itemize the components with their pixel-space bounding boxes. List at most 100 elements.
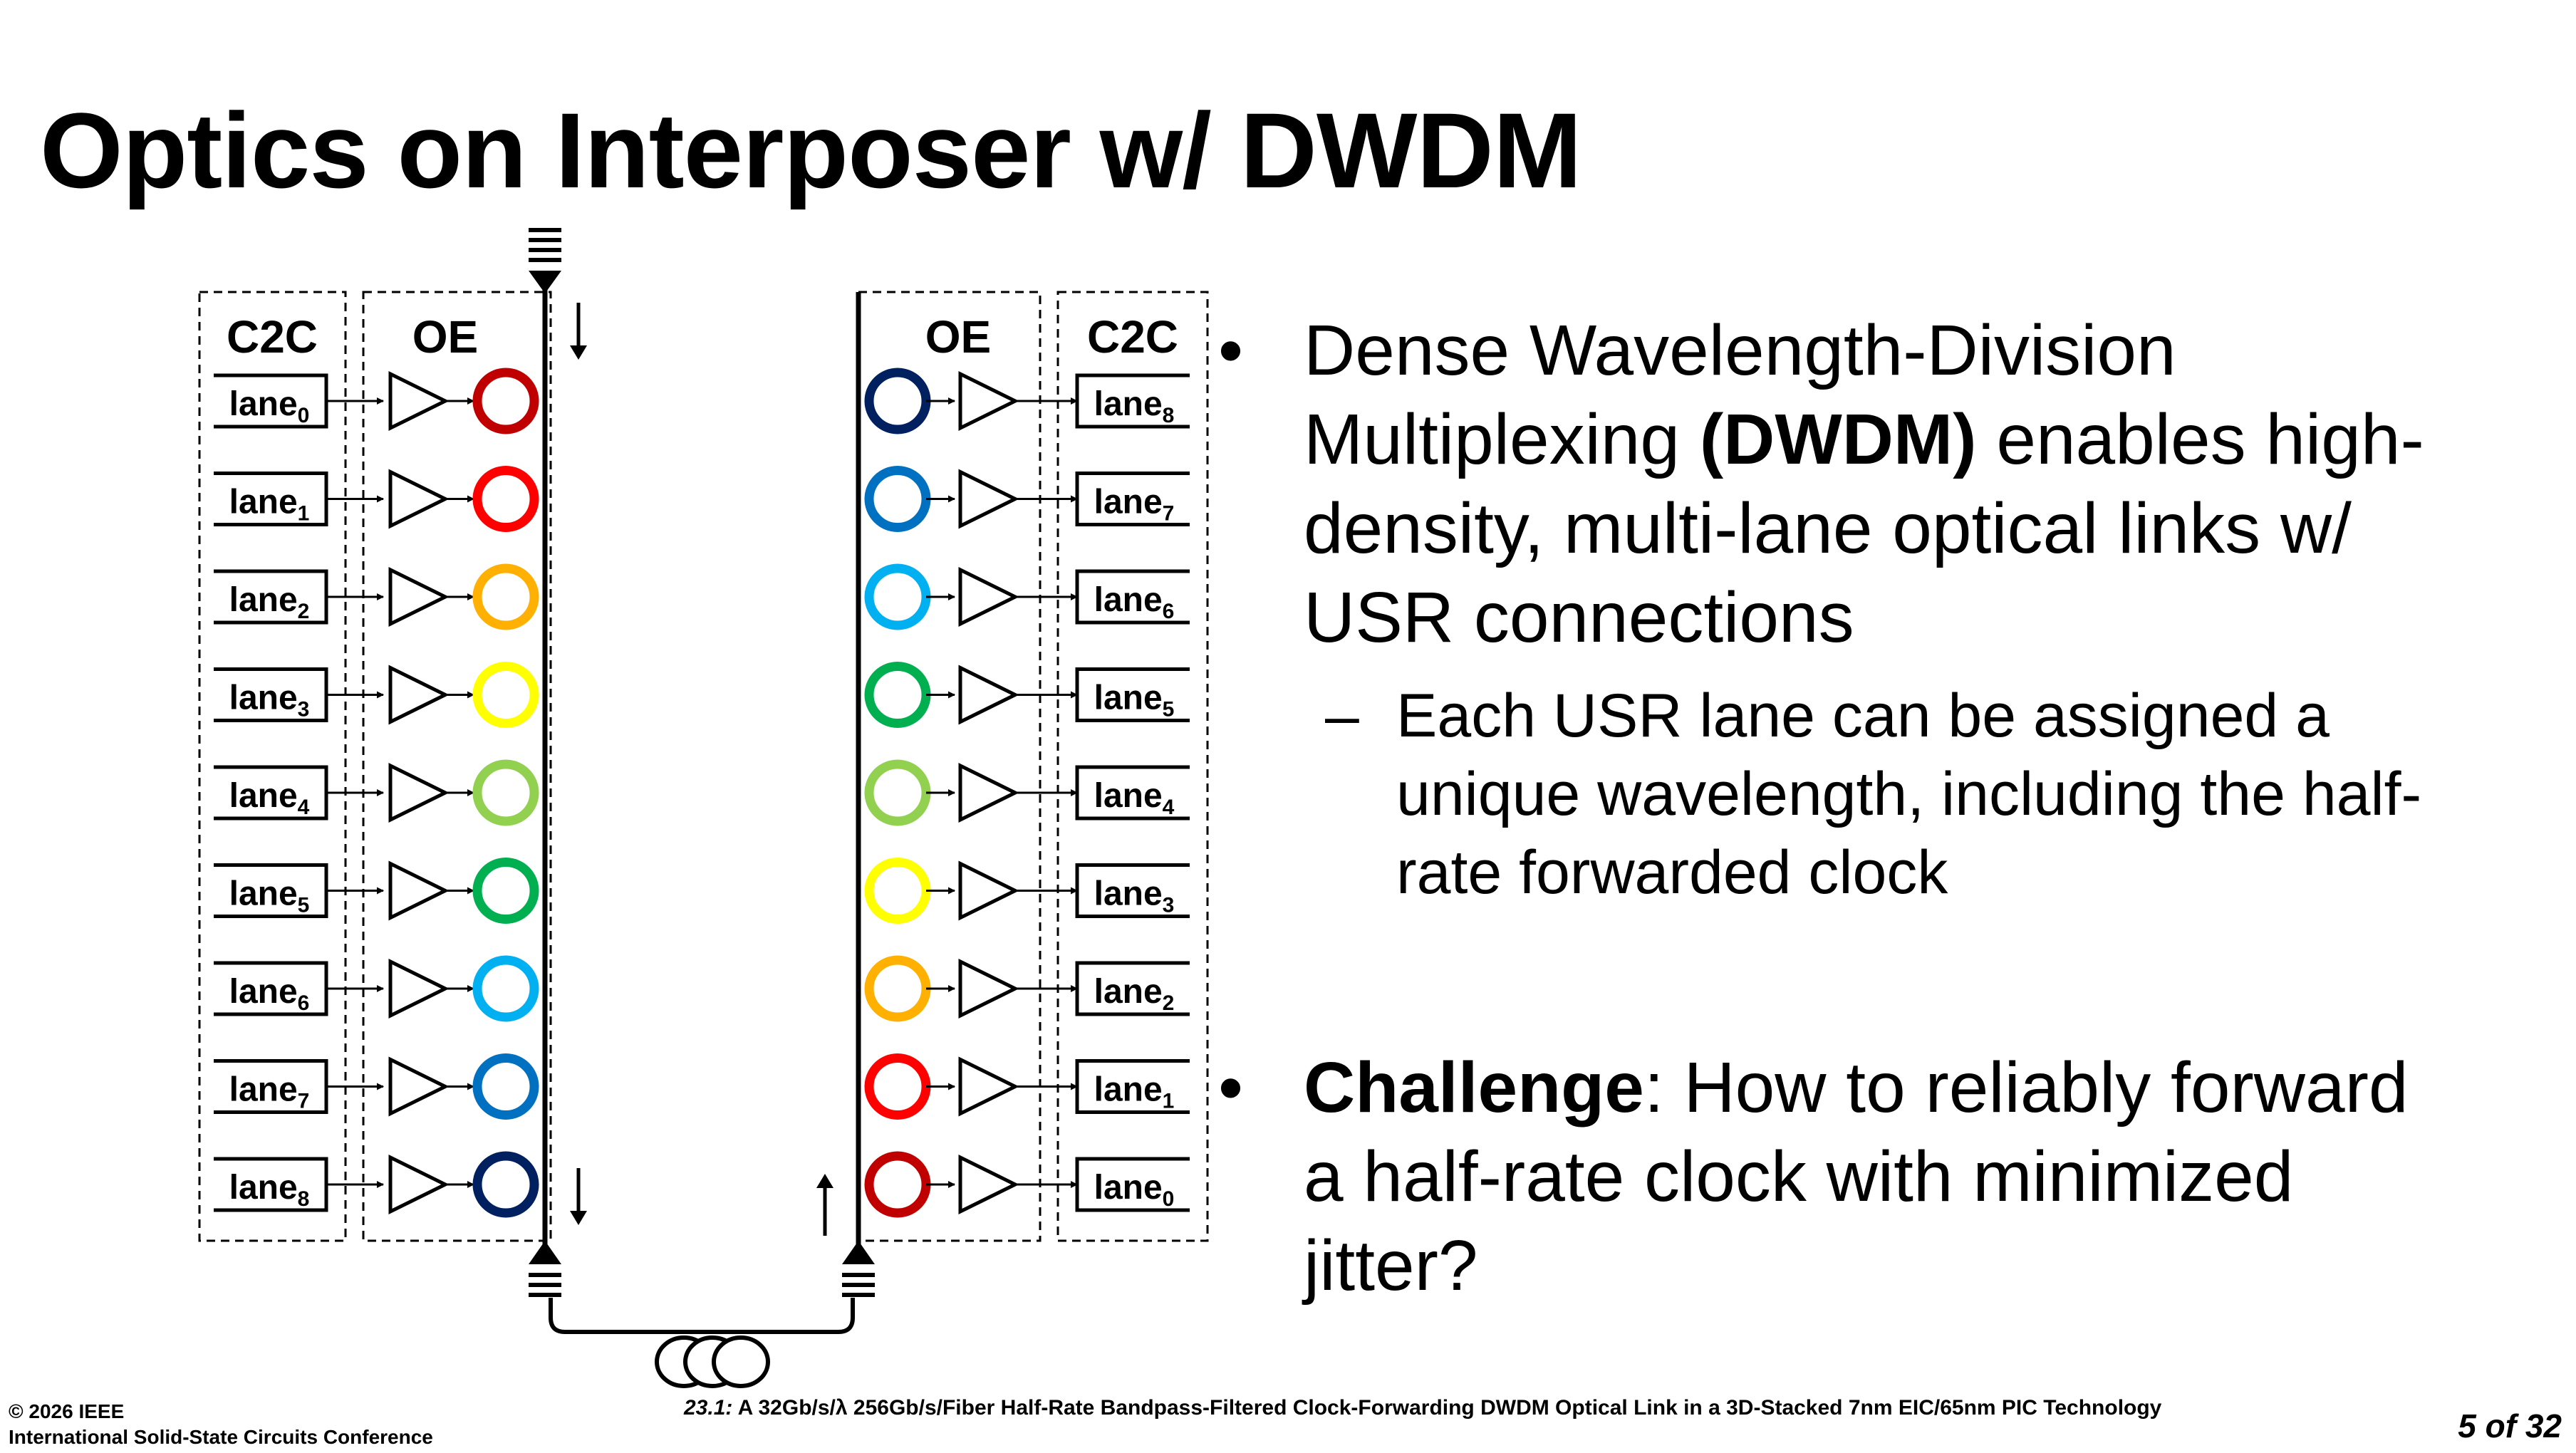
right-lane-box bbox=[1075, 961, 1190, 1016]
left-lane-label: lane5 bbox=[229, 875, 310, 917]
left-ring-modulator bbox=[472, 466, 539, 532]
right-receiver-triangle-icon bbox=[958, 860, 1019, 921]
bullet-marker: • bbox=[1218, 311, 1244, 390]
left-ring-modulator bbox=[472, 563, 539, 630]
right-ring-filter bbox=[864, 466, 931, 532]
left-oe-box bbox=[362, 291, 552, 1242]
bullet-dwdm: • Dense Wavelength-Division Multiplexing… bbox=[1218, 306, 2429, 662]
slide-title: Optics on Interposer w/ DWDM bbox=[40, 90, 1582, 210]
bullet-challenge-post: : How to reliably forward a half-rate cl… bbox=[1304, 1048, 2409, 1306]
left-driver-triangle-icon bbox=[388, 1056, 450, 1117]
right-lane-box bbox=[1075, 1157, 1190, 1212]
left-ring-modulator bbox=[472, 1053, 539, 1120]
right-oe-header: OE bbox=[925, 311, 991, 363]
down-arrow-icon bbox=[570, 1168, 587, 1225]
right-receiver-triangle-icon bbox=[958, 1154, 1019, 1215]
left-lane-label: lane4 bbox=[229, 777, 310, 819]
left-ring-modulator bbox=[472, 368, 539, 434]
paper-id: 23.1: bbox=[684, 1396, 733, 1420]
right-lane-label: lane0 bbox=[1094, 1169, 1175, 1211]
right-receiver-triangle-icon bbox=[958, 958, 1019, 1019]
left-top-grating-coupler-icon bbox=[529, 228, 561, 293]
right-lane-box bbox=[1075, 863, 1190, 918]
paper-title: A 32Gb/s/λ 256Gb/s/Fiber Half-Rate Bandp… bbox=[732, 1396, 2162, 1420]
right-lane-box bbox=[1075, 1059, 1190, 1114]
sub-bullet-text: Each USR lane can be assigned a unique w… bbox=[1396, 682, 2422, 907]
right-ring-filter bbox=[864, 858, 931, 924]
right-ring-filter bbox=[864, 1151, 931, 1218]
right-ring-filter bbox=[864, 662, 931, 728]
left-lane-label: lane6 bbox=[229, 973, 310, 1015]
bullet-dwdm-pre: Dense Wavelength-Division Multiplexing bbox=[1304, 311, 2176, 479]
right-receiver-triangle-icon bbox=[958, 762, 1019, 823]
fiber-link bbox=[549, 1298, 855, 1334]
left-ring-modulator bbox=[472, 759, 539, 826]
right-lane-label: lane6 bbox=[1094, 581, 1175, 623]
left-driver-triangle-icon bbox=[388, 370, 450, 432]
left-ring-modulator bbox=[472, 662, 539, 728]
up-arrow-icon bbox=[816, 1174, 833, 1236]
conference-name: International Solid-State Circuits Confe… bbox=[9, 1426, 433, 1448]
left-driver-triangle-icon bbox=[388, 958, 450, 1019]
left-ring-modulator bbox=[472, 955, 539, 1022]
left-driver-triangle-icon bbox=[388, 762, 450, 823]
right-ring-filter bbox=[864, 368, 931, 434]
left-lane-label: lane1 bbox=[229, 484, 310, 526]
right-ring-filter bbox=[864, 759, 931, 826]
left-lane-label: lane7 bbox=[229, 1071, 310, 1113]
right-receiver-triangle-icon bbox=[958, 469, 1019, 529]
bullet-dwdm-post: enables high-density, multi-lane optical… bbox=[1304, 400, 2424, 657]
right-lane-label: lane1 bbox=[1094, 1071, 1175, 1113]
right-lane-label: lane2 bbox=[1094, 973, 1175, 1015]
bullet-challenge: • Challenge: How to reliably forward a h… bbox=[1218, 1043, 2429, 1311]
right-ring-filter bbox=[864, 1053, 931, 1120]
left-lane-label: lane8 bbox=[229, 1169, 310, 1211]
footer-copyright: © 2026 IEEE International Solid-State Ci… bbox=[9, 1399, 433, 1450]
left-ring-modulator bbox=[472, 858, 539, 924]
left-driver-triangle-icon bbox=[388, 665, 450, 725]
left-driver-triangle-icon bbox=[388, 1154, 450, 1215]
right-lane-box bbox=[1075, 472, 1190, 526]
left-oe-header: OE bbox=[412, 311, 478, 363]
right-lane-box bbox=[1075, 667, 1190, 722]
left-lane-label: lane2 bbox=[229, 581, 310, 623]
right-receiver-triangle-icon bbox=[958, 665, 1019, 725]
right-lane-box bbox=[1075, 765, 1190, 821]
left-c2c-box bbox=[198, 291, 347, 1242]
right-ring-filter bbox=[864, 955, 931, 1022]
sub-bullet-lane-assignment: – Each USR lane can be assigned a unique… bbox=[1218, 677, 2429, 912]
footer-paper-title: 23.1: A 32Gb/s/λ 256Gb/s/Fiber Half-Rate… bbox=[684, 1396, 2161, 1420]
right-receiver-triangle-icon bbox=[958, 370, 1019, 432]
right-c2c-box bbox=[1056, 291, 1209, 1242]
left-lane-label: lane3 bbox=[229, 679, 310, 722]
copyright-text: © 2026 IEEE bbox=[9, 1400, 125, 1422]
right-lane-label: lane5 bbox=[1094, 679, 1175, 722]
right-receiver-triangle-icon bbox=[958, 566, 1019, 627]
right-lane-label: lane8 bbox=[1094, 385, 1175, 427]
lane-rows: lane0 lane8 lane1 lane7 lane2 lane6 lane3 lane5… bbox=[214, 368, 1190, 1218]
page-number: 5 of 32 bbox=[2458, 1407, 2562, 1444]
right-ring-filter bbox=[864, 563, 931, 630]
right-lane-box bbox=[1075, 569, 1190, 625]
left-driver-triangle-icon bbox=[388, 469, 450, 529]
left-bottom-grating-coupler-icon bbox=[529, 1241, 561, 1297]
left-driver-triangle-icon bbox=[388, 566, 450, 627]
right-c2c-header: C2C bbox=[1087, 311, 1178, 363]
right-lane-label: lane4 bbox=[1094, 777, 1175, 819]
left-c2c-header: C2C bbox=[227, 311, 318, 363]
bullet-dwdm-bold: (DWDM) bbox=[1699, 400, 1977, 479]
left-driver-triangle-icon bbox=[388, 860, 450, 921]
right-lane-box bbox=[1075, 373, 1190, 429]
right-lane-label: lane3 bbox=[1094, 875, 1175, 917]
left-lane-label: lane0 bbox=[229, 385, 310, 427]
bullet-marker: • bbox=[1218, 1048, 1244, 1127]
sub-bullet-marker: – bbox=[1325, 682, 1359, 750]
right-bottom-grating-coupler-icon bbox=[842, 1241, 875, 1297]
fiber-coil-icon bbox=[655, 1335, 770, 1388]
right-receiver-triangle-icon bbox=[958, 1056, 1019, 1117]
left-ring-modulator bbox=[472, 1151, 539, 1218]
bullet-list: • Dense Wavelength-Division Multiplexing… bbox=[1218, 306, 2429, 1311]
bullet-challenge-bold: Challenge bbox=[1304, 1048, 1644, 1127]
down-arrow-icon bbox=[570, 303, 587, 360]
